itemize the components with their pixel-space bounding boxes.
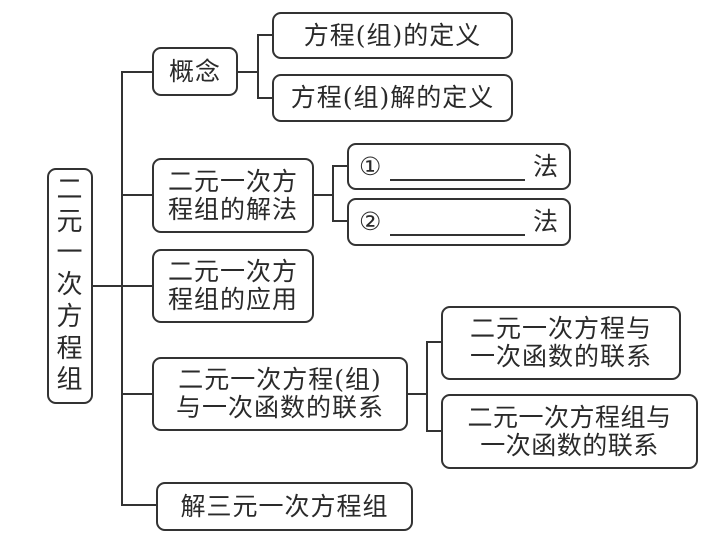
- leaf-label: 方程(组)的定义: [303, 20, 482, 50]
- root-char: 方: [56, 301, 84, 332]
- leaf-label-line: 一次函数的联系: [480, 430, 659, 460]
- leaf-label: 方程(组)解的定义: [290, 83, 495, 112]
- branch-linear-function-relation: 二元一次方程(组) 与一次函数的联系: [152, 357, 408, 431]
- branch-solving-methods: 二元一次方 程组的解法: [152, 158, 314, 233]
- branch-concept: 概念: [152, 47, 238, 96]
- branch-label: 解三元一次方程组: [180, 491, 389, 521]
- leaf-system-function-relation: 二元一次方程组与 一次函数的联系: [441, 394, 698, 469]
- root-char: 元: [56, 206, 84, 237]
- leaf-label-line: 二元一次方程组与: [467, 402, 672, 432]
- branch-application: 二元一次方 程组的应用: [152, 249, 314, 323]
- fill-in-blank[interactable]: [390, 208, 526, 236]
- root-char: 次: [56, 270, 84, 301]
- method-number: ①: [359, 151, 383, 181]
- method-suffix: 法: [532, 207, 559, 236]
- leaf-method-1: ① 法: [347, 143, 571, 190]
- main-spine: [121, 71, 156, 506]
- method-suffix: 法: [532, 151, 559, 181]
- root-node: 二 元 一 次 方 程 组: [47, 168, 93, 404]
- leaf-equation-function-relation: 二元一次方程与 一次函数的联系: [441, 306, 681, 380]
- root-char: 组: [56, 365, 84, 396]
- leaf-solution-definition: 方程(组)解的定义: [272, 74, 513, 122]
- root-char: 二: [56, 174, 84, 205]
- root-char: 一: [56, 238, 84, 269]
- branch-label: 概念: [168, 56, 221, 86]
- root-char: 程: [56, 333, 84, 364]
- branch-label-line: 二元一次方程(组): [178, 365, 382, 394]
- leaf-equation-definition: 方程(组)的定义: [272, 12, 513, 59]
- branch-label-line: 程组的应用: [167, 285, 298, 314]
- method-number: ②: [359, 207, 383, 236]
- concept-bracket: [257, 34, 272, 99]
- leaf-label-line: 一次函数的联系: [469, 342, 652, 371]
- solving-bracket: [332, 165, 347, 222]
- branch-label-line: 二元一次方: [167, 166, 298, 196]
- branch-three-variable-systems: 解三元一次方程组: [156, 482, 413, 531]
- branch-label-line: 二元一次方: [167, 257, 298, 286]
- branch-label-line: 与一次函数的联系: [175, 393, 384, 422]
- fill-in-blank[interactable]: [390, 153, 526, 181]
- relation-bracket: [426, 341, 441, 432]
- leaf-method-2: ② 法: [347, 198, 571, 246]
- branch-label-line: 程组的解法: [167, 194, 298, 224]
- leaf-label-line: 二元一次方程与: [469, 314, 652, 343]
